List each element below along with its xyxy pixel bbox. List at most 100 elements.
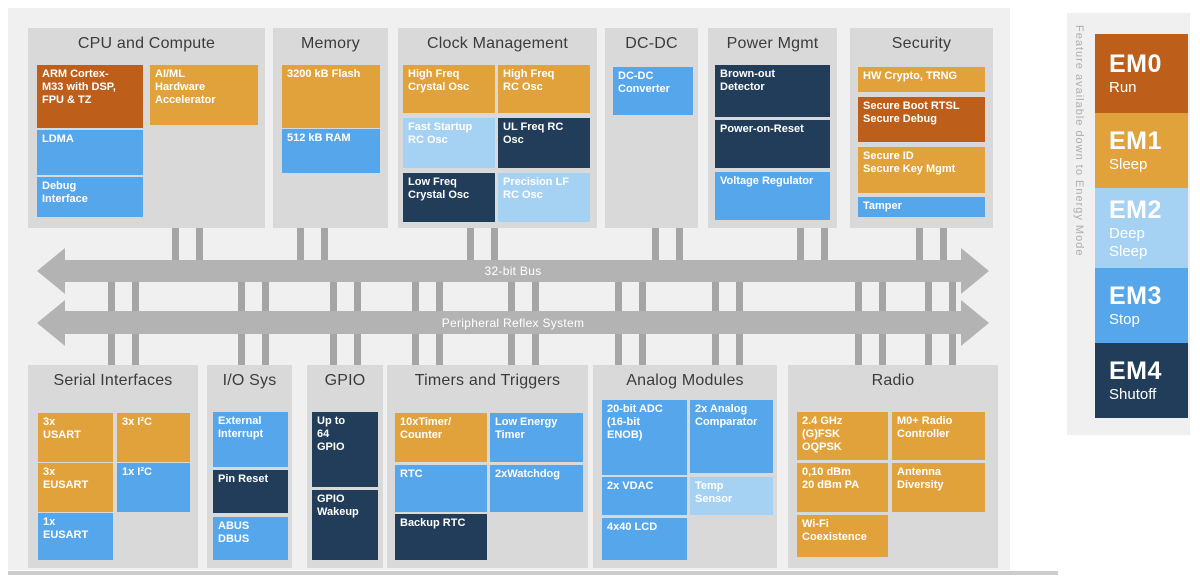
block-label: Secure ID Secure Key Mgmt xyxy=(863,150,956,176)
block-hf-crystal-osc: High Freq Crystal Osc xyxy=(403,65,495,113)
block-label: Temp Sensor xyxy=(695,480,733,506)
block-wifi-coexistence: Wi-Fi Coexistence xyxy=(797,515,888,557)
bus-connector-line xyxy=(321,228,328,272)
block-m0-radio-controller: M0+ Radio Controller xyxy=(892,412,985,460)
power-title: Power Mgmt xyxy=(726,35,819,52)
block-vdac: 2x VDAC xyxy=(602,477,687,515)
block-temp-sensor: Temp Sensor xyxy=(690,477,773,515)
timers-title: Timers and Triggers xyxy=(414,372,561,389)
block-label: 2x VDAC xyxy=(607,480,654,492)
block-label: Antenna Diversity xyxy=(897,466,944,492)
energy-mode-name: EM2 xyxy=(1109,195,1162,224)
clock-title: Clock Management xyxy=(426,35,569,52)
panel-analog: Analog Modules 20-bit ADC (16-bit ENOB) 2x… xyxy=(593,365,777,568)
block-precision-lf-rc-osc: Precision LF RC Osc xyxy=(498,173,590,222)
gpio-title: GPIO xyxy=(324,372,366,389)
bus-connector-line xyxy=(196,228,203,272)
block-label: Secure Boot RTSL Secure Debug xyxy=(863,100,960,126)
block-analog-comparator: 2x Analog Comparator xyxy=(690,400,773,473)
panel-timers: Timers and Triggers 10xTimer/ Counter Low … xyxy=(387,365,588,568)
block-pin-reset: Pin Reset xyxy=(213,470,288,513)
block-backup-rtc: Backup RTC xyxy=(395,514,487,560)
block-label: 1x I²C xyxy=(122,466,152,478)
block-label: 4x40 LCD xyxy=(607,521,658,533)
block-secure-id: Secure ID Secure Key Mgmt xyxy=(858,147,985,193)
block-label: 2.4 GHz (G)FSK OQPSK xyxy=(802,415,843,454)
block-label: Backup RTC xyxy=(400,517,466,529)
iosys-title: I/O Sys xyxy=(222,372,277,389)
bus-connector-line xyxy=(940,228,947,272)
block-aiml-accelerator: AI/ML Hardware Accelerator xyxy=(150,65,258,125)
bus-arrowhead-left-icon xyxy=(37,299,65,346)
block-label: 3x EUSART xyxy=(43,466,89,492)
panel-gpio: GPIO Up to 64 GPIO GPIO Wakeup xyxy=(307,365,383,568)
block-pa: 0,10 dBm 20 dBm PA xyxy=(797,463,888,512)
block-label: 3x I²C xyxy=(122,416,152,428)
block-external-interrupt: External Interrupt xyxy=(213,412,288,467)
block-label: Wi-Fi Coexistence xyxy=(802,518,867,544)
bus-connector-line xyxy=(491,228,498,272)
block-label: 2xWatchdog xyxy=(495,468,560,480)
block-label: 20-bit ADC (16-bit ENOB) xyxy=(607,403,663,442)
block-label: 2x Analog Comparator xyxy=(695,403,758,429)
block-ul-freq-rc-osc: UL Freq RC Osc xyxy=(498,118,590,168)
block-power-on-reset: Power-on-Reset xyxy=(715,120,830,168)
block-ldma: LDMA xyxy=(37,130,143,175)
block-label: Pin Reset xyxy=(218,473,269,485)
bus-arrowhead-right-icon xyxy=(961,248,989,294)
block-label: DC-DC Converter xyxy=(618,70,670,96)
bus-connector-line xyxy=(172,228,179,272)
block-label: High Freq RC Osc xyxy=(503,68,555,94)
block-gpio-64: Up to 64 GPIO xyxy=(312,412,378,487)
block-label: 10xTimer/ Counter xyxy=(400,416,452,442)
analog-title: Analog Modules xyxy=(626,372,744,389)
bus-connector-line xyxy=(797,228,804,272)
energy-mode-description: Shutoff xyxy=(1109,386,1157,403)
energy-mode-name: EM0 xyxy=(1109,50,1162,78)
block-label: Voltage Regulator xyxy=(720,175,814,187)
block-label: 0,10 dBm 20 dBm PA xyxy=(802,466,860,492)
block-ram: 512 kB RAM xyxy=(282,129,380,173)
block-label: AI/ML Hardware Accelerator xyxy=(155,68,216,107)
block-hw-crypto-trng: HW Crypto, TRNG xyxy=(858,67,985,92)
block-label: Tamper xyxy=(863,200,902,212)
block-label: 3200 kB Flash xyxy=(287,68,361,80)
block-voltage-regulator: Voltage Regulator xyxy=(715,172,830,220)
radio-title: Radio xyxy=(871,372,915,389)
energy-mode-description: Run xyxy=(1109,79,1137,96)
block-lf-crystal-osc: Low Freq Crystal Osc xyxy=(403,173,495,222)
block-i2c-3x: 3x I²C xyxy=(117,413,190,462)
block-label: Brown-out Detector xyxy=(720,68,775,94)
block-label: GPIO Wakeup xyxy=(317,493,359,519)
block-label: UL Freq RC Osc xyxy=(503,121,564,147)
bus-connector-line xyxy=(652,228,659,272)
bus-connector-line xyxy=(467,228,474,272)
block-label: Power-on-Reset xyxy=(720,123,804,135)
block-tamper: Tamper xyxy=(858,197,985,217)
panel-radio: Radio 2.4 GHz (G)FSK OQPSK M0+ Radio Contr… xyxy=(788,365,998,568)
block-label: High Freq Crystal Osc xyxy=(408,68,470,94)
block-label: Debug Interface xyxy=(42,180,88,206)
block-usart-3x: 3x USART xyxy=(38,413,113,462)
block-label: Precision LF RC Osc xyxy=(503,176,570,202)
block-debug-interface: Debug Interface xyxy=(37,177,143,217)
cpu-title: CPU and Compute xyxy=(77,35,216,52)
block-label: Low Freq Crystal Osc xyxy=(408,176,470,202)
block-label: ARM Cortex- M33 with DSP, FPU & TZ xyxy=(42,68,116,107)
block-label: HW Crypto, TRNG xyxy=(863,70,958,82)
block-fast-startup-rc-osc: Fast Startup RC Osc xyxy=(403,118,495,168)
block-label: Low Energy Timer xyxy=(495,416,558,442)
block-lcd: 4x40 LCD xyxy=(602,518,687,560)
bottom-divider-line xyxy=(8,571,1058,575)
bus-arrowhead-right-icon xyxy=(961,299,989,346)
block-rtc: RTC xyxy=(395,465,487,512)
bus-connector-line xyxy=(297,228,304,272)
